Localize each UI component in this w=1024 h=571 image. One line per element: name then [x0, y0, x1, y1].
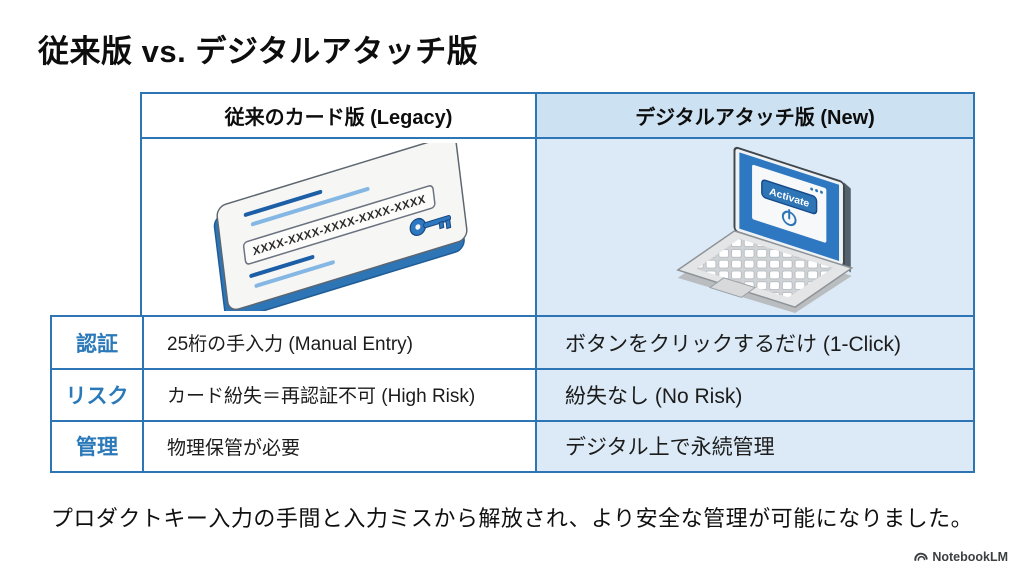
new-illustration-cell: Activate	[535, 137, 973, 315]
summary-note: プロダクトキー入力の手間と入力ミスから解放され、より安全な管理が可能になりました…	[50, 506, 974, 531]
cell-auth-new: ボタンをクリックするだけ (1-Click)	[535, 317, 973, 369]
row-label-risk: リスク	[52, 368, 142, 420]
column-header-new: デジタルアタッチ版 (New)	[535, 94, 973, 137]
cell-management-new: デジタル上で永続管理	[535, 419, 973, 471]
product-key-card-illustration: XXXX-XXXX-XXXX-XXXX-XXXX	[213, 143, 468, 311]
notebooklm-watermark: NotebookLM	[914, 550, 1008, 564]
cell-auth-legacy: 25桁の手入力 (Manual Entry)	[142, 317, 535, 369]
legacy-illustration-cell: XXXX-XXXX-XXXX-XXXX-XXXX	[142, 137, 535, 315]
cell-management-legacy: 物理保管が必要	[142, 419, 535, 471]
watermark-label: NotebookLM	[932, 550, 1008, 564]
comparison-table-rows: 認証 25桁の手入力 (Manual Entry) ボタンをクリックするだけ (…	[50, 315, 975, 473]
activation-laptop-illustration: Activate	[676, 146, 854, 313]
row-label-auth: 認証	[52, 317, 142, 369]
comparison-table-top: 従来のカード版 (Legacy) デジタルアタッチ版 (New) XXXX-XX…	[140, 92, 975, 315]
column-header-legacy: 従来のカード版 (Legacy)	[142, 94, 535, 137]
power-icon	[781, 209, 797, 227]
notebooklm-logo-icon	[914, 552, 928, 562]
cell-risk-new: 紛失なし (No Risk)	[535, 368, 973, 420]
cell-risk-legacy: カード紛失＝再認証不可 (High Risk)	[142, 368, 535, 420]
row-label-management: 管理	[52, 419, 142, 471]
page-title: 従来版 vs. デジタルアタッチ版	[38, 34, 479, 69]
key-icon	[409, 215, 451, 237]
